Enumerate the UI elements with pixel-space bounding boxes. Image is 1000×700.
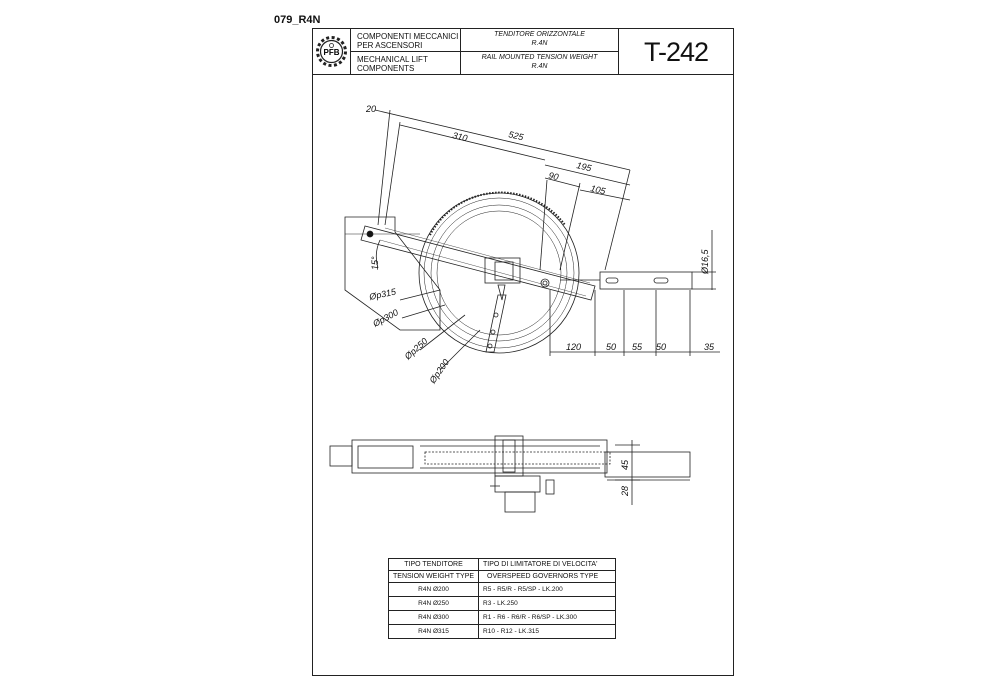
dim-angle-15: 15° (370, 256, 380, 270)
desc-en-line1: RAIL MOUNTED TENSION WEIGHT (481, 54, 598, 61)
desc-it-line1: TENDITORE ORIZZONTALE (494, 31, 585, 38)
slotted-rail (560, 271, 693, 290)
dim-p300: Øp300 (370, 307, 399, 329)
company-en-line1: MECHANICAL LIFT (357, 55, 428, 64)
dim-90: 90 (548, 170, 560, 182)
dim-525: 525 (508, 129, 526, 142)
company-it-line1: COMPONENTI MECCANICI (357, 32, 459, 41)
table-row: R4N Ø315 R10 - R12 - LK.315 (387, 624, 616, 639)
table-header-cell: TIPO DI LIMITATORE DI VELOCITA' (478, 558, 616, 571)
desc-en-line2: R.4N (531, 63, 548, 70)
dim-p200: Øp200 (427, 357, 451, 386)
table-cell: R4N Ø300 (387, 610, 480, 625)
dim-35: 35 (704, 342, 715, 352)
table-header-cell: TIPO TENDITORE (387, 558, 480, 571)
company-en-line2: COMPONENTS (357, 64, 415, 73)
dim-45: 45 (620, 459, 630, 470)
dim-p250: Øp250 (402, 336, 430, 362)
table-header-en: TENSION WEIGHT TYPE OVERSPEED GOVERNORS … (387, 570, 616, 583)
bracket-plate (344, 216, 441, 331)
dim-50b: 50 (656, 342, 666, 352)
table-header-cell: TENSION WEIGHT TYPE (387, 570, 480, 583)
drawing-code-cell: T-242 (619, 29, 733, 74)
table-cell: R4N Ø250 (387, 596, 480, 611)
table-cell: R4N Ø315 (387, 624, 480, 639)
dim-20: 20 (365, 104, 376, 114)
dim-310: 310 (452, 130, 469, 143)
side-view (329, 435, 691, 513)
dim-28: 28 (620, 486, 630, 497)
table-cell: R10 - R12 - LK.315 (478, 624, 616, 639)
table-header-cell: OVERSPEED GOVERNORS TYPE (478, 570, 616, 583)
company-name: COMPONENTI MECCANICI PER ASCENSORI MECHA… (351, 29, 461, 74)
tension-arm (360, 225, 596, 301)
table-row: R4N Ø200 R5 - R5/R - R5/SP - LK.200 (387, 582, 616, 597)
dim-55: 55 (632, 342, 643, 352)
company-logo: PFB (313, 29, 351, 74)
dim-p315: Øp315 (367, 286, 397, 302)
table-row: R4N Ø250 R3 - LK.250 (387, 596, 616, 611)
table-cell: R4N Ø200 (387, 582, 480, 597)
compatibility-table: TIPO TENDITORE TIPO DI LIMITATORE DI VEL… (387, 558, 616, 639)
table-header-it: TIPO TENDITORE TIPO DI LIMITATORE DI VEL… (387, 558, 616, 571)
dim-diameter-16-5: Ø16,5 (700, 248, 710, 275)
dim-105: 105 (590, 183, 608, 196)
logo-text: PFB (324, 48, 340, 57)
pulley-top-view (418, 191, 580, 354)
title-block: PFB COMPONENTI MECCANICI PER ASCENSORI M… (312, 28, 734, 75)
table-row: R4N Ø300 R1 - R6 - R6/R - R6/SP - LK.300 (387, 610, 616, 625)
dim-195: 195 (576, 160, 594, 173)
table-cell: R5 - R5/R - R5/SP - LK.200 (478, 582, 616, 597)
dim-120: 120 (566, 342, 581, 352)
clamp-arm (485, 294, 507, 353)
dim-50a: 50 (606, 342, 616, 352)
document-id: 079_R4N (274, 14, 321, 26)
table-cell: R1 - R6 - R6/R - R6/SP - LK.300 (478, 610, 616, 625)
drawing-code: T-242 (643, 37, 709, 67)
drawing-description: TENDITORE ORIZZONTALE R.4N RAIL MOUNTED … (461, 29, 619, 74)
governor-block (484, 257, 521, 284)
desc-it-line2: R.4N (531, 40, 548, 47)
company-it-line2: PER ASCENSORI (357, 41, 423, 50)
dim-line-525 (374, 109, 631, 171)
table-cell: R3 - LK.250 (478, 596, 616, 611)
